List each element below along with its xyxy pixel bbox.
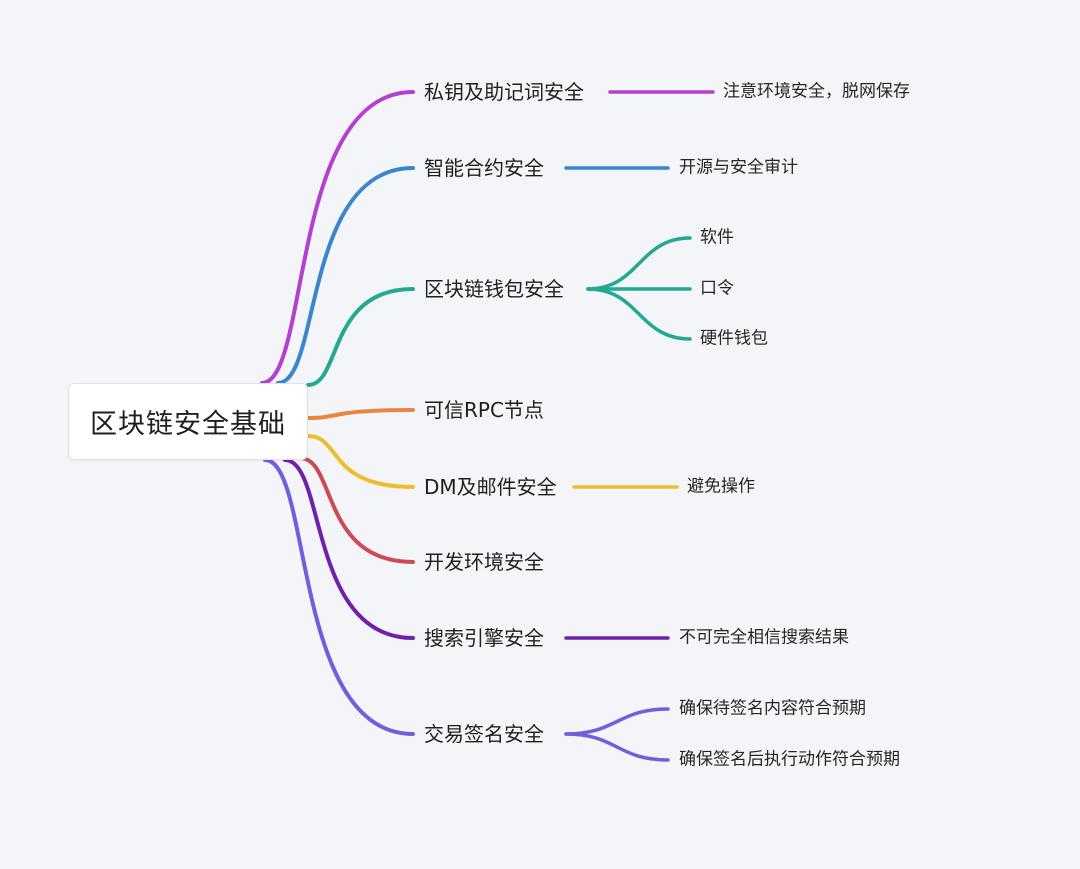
connector-root-dm-email xyxy=(306,434,415,489)
branch-label-tx-signing: 交易签名安全 xyxy=(424,722,544,746)
leaf-label-software: 软件 xyxy=(700,227,734,248)
leaf-label-hardware-wallet: 硬件钱包 xyxy=(700,328,768,349)
connector-root-smart-contract xyxy=(276,166,415,385)
connector-leaf-wallet-2 xyxy=(586,287,692,341)
connector-root-tx-signing xyxy=(263,458,415,736)
branch-label-wallet: 区块链钱包安全 xyxy=(424,277,564,301)
branch-label-rpc-node: 可信RPC节点 xyxy=(424,398,544,422)
leaf-label-verify-action: 确保签名后执行动作符合预期 xyxy=(679,749,900,770)
leaf-label-verify-content: 确保待签名内容符合预期 xyxy=(679,698,866,719)
branch-label-dm-email: DM及邮件安全 xyxy=(424,475,557,499)
connector-root-wallet xyxy=(306,287,415,387)
connector-root-rpc-node xyxy=(306,408,415,420)
leaf-label-password: 口令 xyxy=(700,278,734,299)
connector-root-private-key xyxy=(260,90,415,385)
connector-leaf-wallet-0 xyxy=(586,236,692,291)
branch-label-dev-env: 开发环境安全 xyxy=(424,550,544,574)
root-node: 区块链安全基础 xyxy=(68,383,308,460)
connector-root-dev-env xyxy=(298,456,415,564)
leaf-label-offline-storage: 注意环境安全，脱网保存 xyxy=(723,81,910,102)
leaf-label-audit: 开源与安全审计 xyxy=(679,157,798,178)
connector-leaf-tx-signing-0 xyxy=(564,707,670,736)
connector-root-search-engine xyxy=(283,458,415,640)
connector-leaf-tx-signing-1 xyxy=(564,732,670,762)
branch-label-search-engine: 搜索引擎安全 xyxy=(424,626,544,650)
leaf-label-avoid-operation: 避免操作 xyxy=(687,476,755,497)
branch-label-smart-contract: 智能合约安全 xyxy=(424,156,544,180)
root-node-label: 区块链安全基础 xyxy=(90,409,286,440)
branch-label-private-key: 私钥及助记词安全 xyxy=(424,80,584,104)
leaf-label-search-results: 不可完全相信搜索结果 xyxy=(679,627,849,648)
